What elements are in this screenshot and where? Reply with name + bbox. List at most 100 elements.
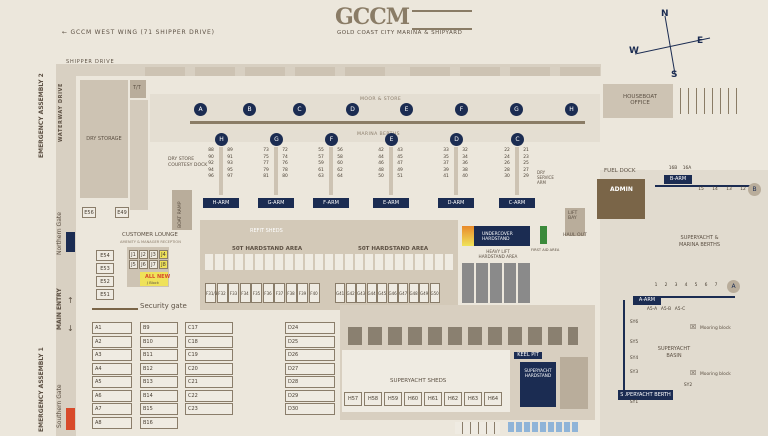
undercover-hardstand: [462, 226, 530, 246]
c_block-lot: C17: [185, 322, 233, 334]
arm-label[interactable]: G-ARM: [258, 198, 294, 208]
berth-number: 55: [318, 148, 324, 153]
b_block-lot: B13: [140, 376, 178, 388]
b_block-lot: B16: [140, 416, 178, 429]
moor-circle-c[interactable]: C: [293, 103, 306, 116]
f-lot: F31/31A: [205, 283, 223, 303]
top-building: [410, 67, 450, 76]
berth-number: 46: [378, 161, 384, 167]
sy-berth: SY1: [629, 400, 639, 405]
berth-number: 95: [227, 167, 233, 173]
berth-number: 63: [318, 174, 324, 180]
arm-d-arm-walk: [454, 147, 458, 195]
j-lot: J3: [149, 250, 158, 259]
berth-number: 41: [443, 174, 449, 180]
arm-c-arm-walk: [515, 147, 519, 195]
arm-circle-h[interactable]: H: [215, 133, 228, 146]
f-lot: F34: [239, 283, 251, 303]
j-lot: J2: [139, 250, 148, 259]
berth-number: 62: [337, 167, 343, 173]
admin-building: [597, 179, 645, 219]
berth-number: 80: [282, 174, 288, 180]
berth-number: 44: [378, 154, 384, 160]
berth-number: 73: [263, 148, 269, 153]
top-building: [345, 67, 385, 76]
berth-number: 26: [504, 161, 510, 167]
berth-number: 34: [462, 154, 468, 160]
sy-berth: SY3: [629, 370, 639, 375]
j-lot: J4: [159, 250, 168, 259]
berth-number: 45: [397, 154, 403, 160]
moor-circle-h[interactable]: H: [565, 103, 578, 116]
lot-e56: E56: [82, 207, 96, 218]
b-circle-marker[interactable]: B: [748, 183, 761, 196]
b-arm-pontoon: [655, 185, 750, 187]
bottom-lots: [455, 422, 500, 434]
dry-storage-label: DRY STORAGE: [86, 136, 122, 142]
arm-label[interactable]: E-ARM: [373, 198, 409, 208]
mooring-x-icon-2: ☒: [690, 369, 697, 377]
arm-e-arm-walk: [389, 147, 393, 195]
b-arm-berth: 16A: [682, 166, 692, 171]
berth-number: 48: [378, 167, 384, 173]
f-lot: F32: [216, 283, 228, 303]
admin-label: ADMIN: [610, 186, 633, 193]
moor-circle-b[interactable]: B: [243, 103, 256, 116]
hardstand-label-2: 50T HARDSTAND AREA: [358, 246, 429, 252]
berth-number: 56: [337, 148, 343, 153]
arm-circle-d[interactable]: D: [450, 133, 463, 146]
b-arm-berth: 13: [726, 187, 732, 192]
a-arm-sub: A5-A: [646, 307, 658, 312]
arm-circle-e[interactable]: E: [385, 133, 398, 146]
a-circle-marker[interactable]: A: [727, 280, 740, 293]
berth-number: 25: [523, 161, 529, 167]
west-wing-back-link[interactable]: ← GCCM WEST WING (71 SHIPPER DRIVE): [62, 29, 215, 36]
e-lot: E51: [96, 289, 114, 300]
h-lot: H64: [484, 392, 502, 406]
moor-circle-g[interactable]: G: [510, 103, 523, 116]
moor-circle-a[interactable]: A: [194, 103, 207, 116]
arm-circle-g[interactable]: G: [270, 133, 283, 146]
g-lot: G45: [377, 283, 387, 303]
berth-number: 37: [443, 161, 449, 167]
arm-label[interactable]: F-ARM: [313, 198, 349, 208]
j-lot: J7: [149, 260, 158, 269]
arm-label[interactable]: H-ARM: [203, 198, 239, 208]
waterway-drive-label: WATERWAY DRIVE: [58, 82, 64, 142]
boat-ramp-label: BOAT RAMP: [178, 201, 183, 228]
arm-circle-c[interactable]: C: [511, 133, 524, 146]
j-lot: J8: [159, 260, 168, 269]
berth-number: 21: [523, 148, 529, 153]
a-arm-sub: A5-C: [674, 307, 686, 312]
berth-number: 81: [263, 174, 269, 180]
heavy-lift-slips: [462, 263, 532, 303]
heavy-lift-label: HEAVY LIFT HARDSTAND AREA: [478, 249, 518, 259]
all-new-badge: [140, 272, 168, 286]
a-arm-berth: 4: [684, 283, 688, 288]
a_block-lot: A7: [92, 403, 132, 415]
j-lot: J5: [129, 260, 138, 269]
mooring-block-1: Mooring block: [700, 326, 731, 331]
berth-number: 30: [504, 174, 510, 180]
fuel-dock-label: FUEL DOCK: [604, 168, 636, 174]
berth-number: 50: [378, 174, 384, 180]
b-arm-berth: 16B: [668, 166, 678, 171]
top-building: [245, 67, 285, 76]
arm-circle-f[interactable]: F: [325, 133, 338, 146]
moor-circle-e[interactable]: E: [400, 103, 413, 116]
h-lot: H62: [444, 392, 462, 406]
d_block-lot: D24: [285, 322, 335, 334]
a-arm-berth: 2: [664, 283, 668, 288]
moor-circle-f[interactable]: F: [455, 103, 468, 116]
arm-label[interactable]: C-ARM: [499, 198, 535, 208]
a-arm-berth: 6: [704, 283, 708, 288]
compass-icon: [634, 15, 711, 75]
sy-pontoon: [623, 300, 625, 400]
sy-berth: SY4: [629, 356, 639, 361]
b-arm-label: B-ARM: [664, 175, 692, 184]
moor-circle-d[interactable]: D: [346, 103, 359, 116]
berth-number: 47: [397, 161, 403, 167]
arm-label[interactable]: D-ARM: [438, 198, 474, 208]
houseboat-moorings: [680, 88, 740, 114]
